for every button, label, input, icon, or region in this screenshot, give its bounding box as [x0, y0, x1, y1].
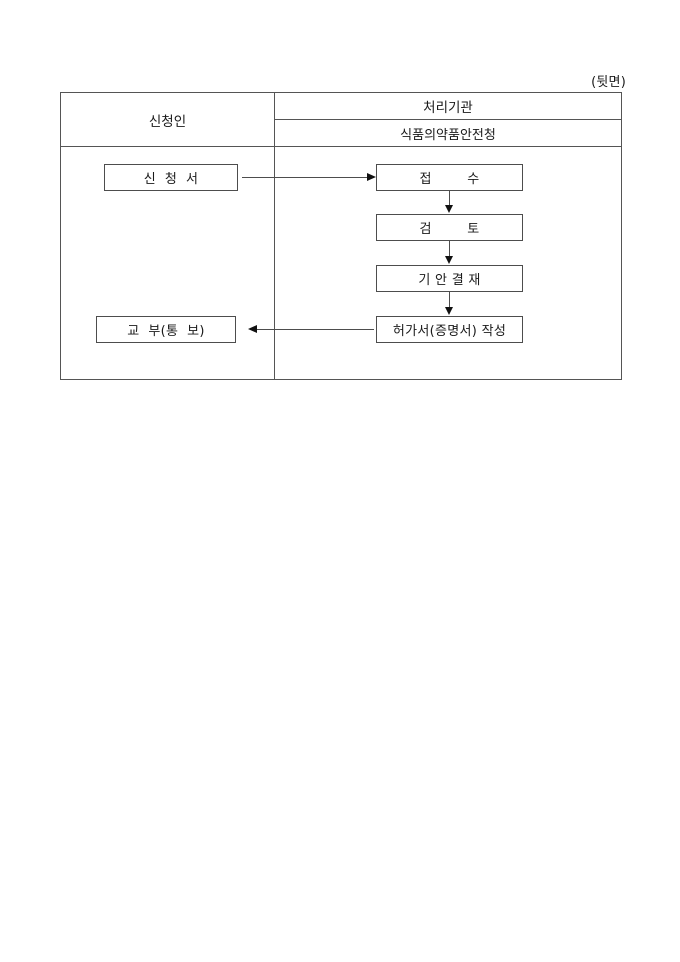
flow-node-draft-approve: 기 안 결 재	[376, 265, 523, 292]
arrowhead	[248, 325, 257, 333]
flow-node-application: 신 청 서	[104, 164, 238, 191]
process-flow-table: 신청인 처리기관 식품의약품안전청 신 청 서 접 수 검 토 기 안 결 재 …	[60, 92, 622, 380]
column-header-applicant: 신청인	[148, 113, 187, 130]
column-header-agency: 처리기관	[423, 100, 473, 116]
connector-stem	[449, 292, 450, 308]
column-subheader-agency: 식품의약품안전청	[400, 127, 496, 143]
lane-divider	[274, 93, 275, 379]
flow-node-delivery: 교 부(통 보)	[96, 316, 236, 343]
flow-node-issue-prepare: 허가서(증명서) 작성	[376, 316, 523, 343]
connector-stem	[449, 191, 450, 206]
header-bottom-rule	[61, 146, 621, 147]
connector-stem	[242, 177, 369, 178]
agency-subheader-rule	[274, 119, 622, 146]
arrowhead	[445, 307, 453, 315]
flow-node-review: 검 토	[376, 214, 523, 241]
connector-stem	[449, 241, 450, 257]
arrowhead	[367, 173, 376, 181]
flow-node-receipt: 접 수	[376, 164, 523, 191]
connector-stem	[257, 329, 374, 330]
arrowhead	[445, 256, 453, 264]
arrowhead	[445, 205, 453, 213]
page-side-label: (뒷면)	[591, 75, 626, 90]
